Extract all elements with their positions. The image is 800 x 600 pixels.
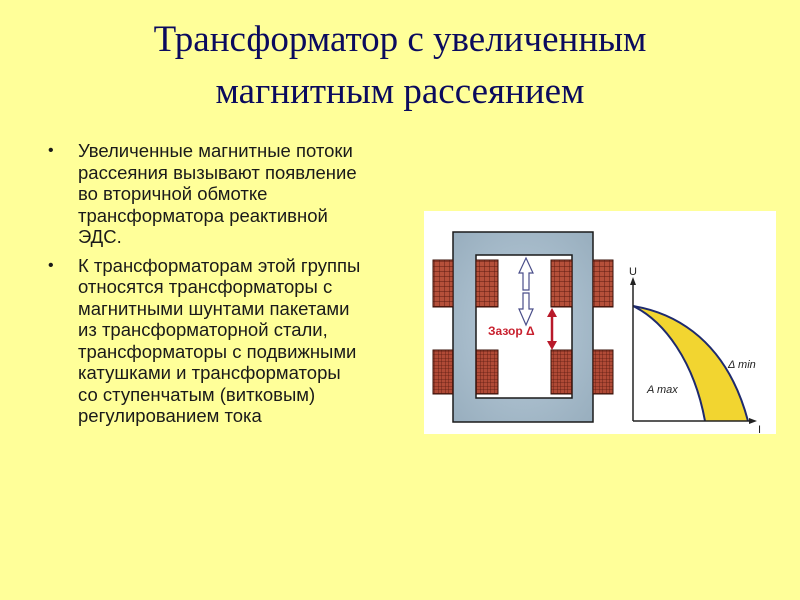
movement-arrows-icon — [518, 256, 534, 327]
coils-lower — [432, 349, 614, 395]
bullet-text: Увеличенные магнитные потоки рассеяния в… — [78, 140, 357, 247]
curve-label-delta-min: Δ min — [727, 359, 756, 371]
coils-upper — [432, 259, 614, 308]
gap-arrow-icon — [547, 308, 557, 350]
bullet-item: • Увеличенные магнитные потоки рассеяния… — [44, 140, 364, 248]
curve-label-a-max: A max — [646, 384, 678, 396]
bullet-item: • К трансформаторам этой группы относятс… — [44, 255, 364, 427]
ui-characteristic-graph — [630, 277, 757, 424]
bullet-list: • Увеличенные магнитные потоки рассеяния… — [44, 140, 364, 434]
bullet-text: К трансформаторам этой группы относятся … — [78, 254, 361, 427]
bullet-icon: • — [48, 256, 54, 274]
bullet-icon: • — [48, 142, 54, 159]
transformer-diagram: Зазор Δ U I A max Δ min — [432, 231, 761, 434]
transformer-figure: Зазор Δ U I A max Δ min — [424, 211, 776, 434]
graph-y-axis-label: U — [629, 266, 637, 278]
slide-title: Трансформатор с увеличенным магнитным ра… — [0, 14, 800, 118]
gap-label: Зазор Δ — [488, 324, 535, 338]
slide-title-line-2: магнитным рассеянием — [215, 71, 585, 112]
slide-title-line-1: Трансформатор с увеличенным — [153, 19, 647, 60]
graph-x-axis-label: I — [758, 424, 761, 434]
